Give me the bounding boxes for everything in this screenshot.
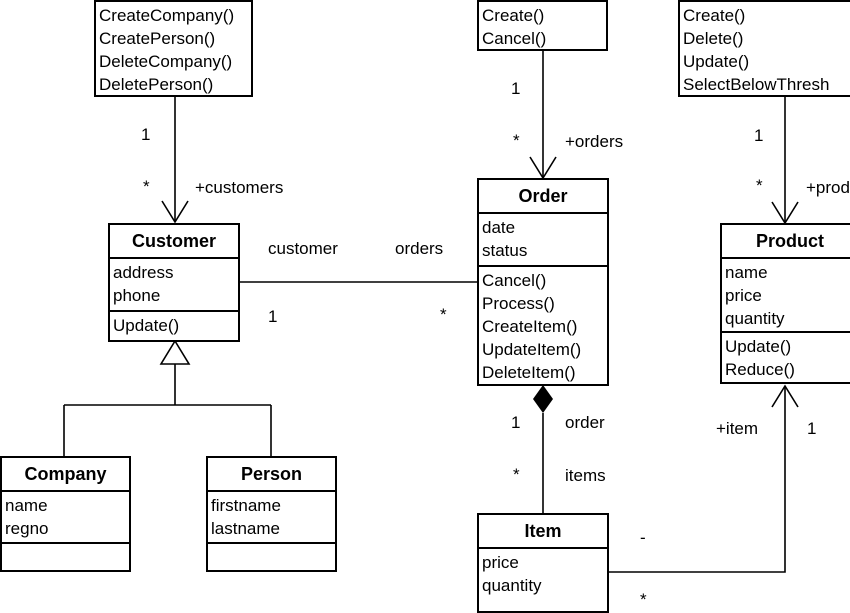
operation: Update(): [683, 52, 750, 71]
attribute: name: [725, 263, 768, 282]
operation: CreatePerson(): [99, 29, 216, 48]
attribute: price: [482, 553, 519, 572]
attribute-list: name price quantity: [722, 259, 850, 333]
attribute-list: firstname lastname: [208, 492, 335, 544]
operation-list: [208, 544, 335, 548]
operation: CreateItem(): [482, 317, 578, 336]
operation: DeleteCompany(): [99, 52, 233, 71]
class-name: Product: [722, 225, 850, 259]
attribute: regno: [5, 519, 49, 538]
class-name: Item: [479, 515, 607, 549]
operation: Update(): [113, 316, 180, 335]
operation-list: [2, 544, 129, 548]
class-name: Person: [208, 458, 335, 492]
operation: Update(): [725, 337, 792, 356]
attribute: lastname: [211, 519, 280, 538]
role-orders: +orders: [565, 132, 624, 151]
attribute: price: [725, 286, 762, 305]
class-customer[interactable]: Customer address phone Update(): [108, 223, 240, 342]
class-order[interactable]: Order date status Cancel() Process() Cre…: [477, 178, 609, 386]
role-customer: customer: [268, 239, 338, 258]
operation: DeleteItem(): [482, 363, 576, 382]
visibility-dash: -: [640, 528, 646, 547]
operation: Process(): [482, 294, 555, 313]
mult-customer-end: 1: [268, 307, 278, 326]
operation: Cancel(): [482, 29, 547, 48]
mult-items-end: *: [513, 465, 520, 484]
class-name: Customer: [110, 225, 238, 259]
operation: Reduce(): [725, 360, 795, 379]
operation: Cancel(): [482, 271, 547, 290]
mult-customer-ops-target: *: [143, 177, 150, 196]
role-items: items: [565, 466, 606, 485]
role-item: +item: [716, 419, 759, 438]
class-person[interactable]: Person firstname lastname: [206, 456, 337, 572]
attribute: quantity: [725, 309, 785, 328]
mult-product-end: 1: [807, 419, 817, 438]
operation: DeletePerson(): [99, 75, 214, 94]
composition-diamond: [533, 385, 553, 413]
attribute-list: name regno: [2, 492, 129, 544]
mult-customer-ops-source: 1: [141, 125, 151, 144]
operation-list: Update() Reduce(): [722, 333, 850, 383]
mult-item-end: *: [640, 590, 647, 609]
assoc-item-product-arrowhead: [771, 384, 799, 408]
attribute: status: [482, 241, 528, 260]
mult-product-ops-target: *: [756, 176, 763, 195]
operation: Create(): [482, 6, 545, 25]
connector-layer: [63, 51, 799, 573]
attribute: quantity: [482, 576, 542, 595]
attribute-list: address phone: [110, 259, 238, 312]
attribute: name: [5, 496, 48, 515]
mult-order-ops-source: 1: [511, 79, 521, 98]
mult-orders-end: *: [440, 305, 447, 324]
product-ops-list: Create() Delete() Update() SelectBelowTh…: [680, 2, 850, 98]
mult-order-end: 1: [511, 413, 521, 432]
generalization-triangle: [159, 339, 191, 365]
class-name: Order: [479, 180, 607, 214]
assoc-customer-ops-arrowhead: [161, 200, 189, 224]
operation: UpdateItem(): [482, 340, 582, 359]
operation-list: Cancel() Process() CreateItem() UpdateIt…: [479, 267, 607, 386]
operation: CreateCompany(): [99, 6, 235, 25]
attribute: date: [482, 218, 516, 237]
class-item[interactable]: Item price quantity: [477, 513, 609, 613]
mult-order-ops-target: *: [513, 131, 520, 150]
attribute: phone: [113, 286, 161, 305]
operation: Delete(): [683, 29, 744, 48]
attribute: firstname: [211, 496, 281, 515]
attribute: address: [113, 263, 174, 282]
role-customers: +customers: [195, 178, 284, 197]
class-product[interactable]: Product name price quantity Update() Red…: [720, 223, 850, 384]
attribute-list: price quantity: [479, 549, 607, 599]
operation: Create(): [683, 6, 746, 25]
order-ops-list: Create() Cancel(): [479, 2, 606, 52]
role-prod: +prod: [806, 178, 850, 197]
customer-ops-box[interactable]: CreateCompany() CreatePerson() DeleteCom…: [94, 0, 253, 97]
customer-ops-list: CreateCompany() CreatePerson() DeleteCom…: [96, 2, 251, 98]
operation-list: Update(): [110, 312, 238, 339]
mult-product-ops-source: 1: [754, 126, 764, 145]
attribute-list: date status: [479, 214, 607, 267]
assoc-item-product-line: [608, 386, 786, 573]
class-company[interactable]: Company name regno: [0, 456, 131, 572]
class-name: Company: [2, 458, 129, 492]
product-ops-box[interactable]: Create() Delete() Update() SelectBelowTh…: [678, 0, 850, 97]
order-ops-box[interactable]: Create() Cancel(): [477, 0, 608, 51]
role-orders-end: orders: [395, 239, 444, 258]
role-order: order: [565, 413, 605, 432]
operation: SelectBelowThresh: [683, 75, 830, 94]
